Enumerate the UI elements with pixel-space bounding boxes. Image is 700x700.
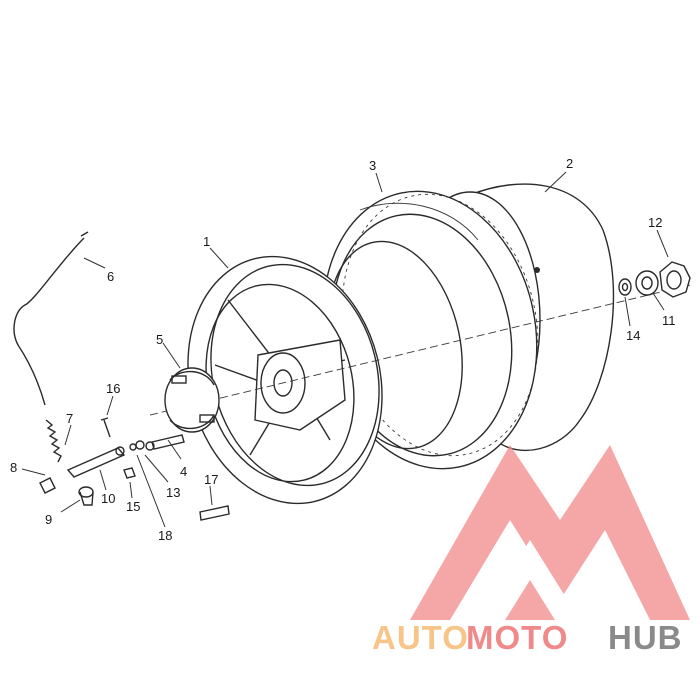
- callout-8: 8: [10, 460, 17, 475]
- part-14-washer: [618, 278, 632, 296]
- callout-3: 3: [369, 158, 376, 173]
- part-11-bearing: [635, 270, 659, 296]
- callout-18: 18: [158, 528, 172, 543]
- callout-12: 12: [648, 215, 662, 230]
- callout-2: 2: [566, 156, 573, 171]
- callout-4: 4: [180, 464, 187, 479]
- part-4-brake-cam: [145, 434, 185, 451]
- watermark-text: AUTO MOTO HUB: [372, 619, 683, 656]
- part-1-wheel-rim: [187, 255, 383, 505]
- part-9-bolt: [78, 486, 94, 506]
- part-7-spring: [45, 419, 62, 463]
- part-17-axle-bolt: [199, 505, 230, 521]
- brand-moto: MOTO: [466, 619, 568, 656]
- part-18-o-ring: [129, 443, 137, 451]
- callout-13: 13: [166, 485, 180, 500]
- callout-1: 1: [203, 234, 210, 249]
- part-6-brake-cable: [13, 237, 85, 406]
- callout-17: 17: [204, 472, 218, 487]
- leader-lines: [21, 171, 669, 528]
- callout-labels: 1 2 3 4 5 6 7 8 9 10 11 12 13 14 15 16 1…: [10, 156, 676, 543]
- part-12-drive-gear: [659, 261, 691, 298]
- brand-hub: HUB: [608, 619, 683, 656]
- part-5-brake-shoes: [164, 367, 220, 433]
- callout-6: 6: [107, 269, 114, 284]
- callout-9: 9: [45, 512, 52, 527]
- part-13-washer: [135, 440, 145, 450]
- callout-14: 14: [626, 328, 640, 343]
- part-16-screw: [100, 417, 111, 438]
- callout-10: 10: [101, 491, 115, 506]
- callout-11: 11: [662, 313, 676, 328]
- watermark-logo: [410, 445, 690, 620]
- part-8-adjuster-nut: [39, 477, 56, 494]
- callout-15: 15: [126, 499, 140, 514]
- part-10-brake-lever: [66, 447, 126, 478]
- part-15-nut: [123, 467, 136, 479]
- callout-16: 16: [106, 381, 120, 396]
- callout-7: 7: [66, 411, 73, 426]
- callout-5: 5: [156, 332, 163, 347]
- brand-auto: AUTO: [372, 619, 469, 656]
